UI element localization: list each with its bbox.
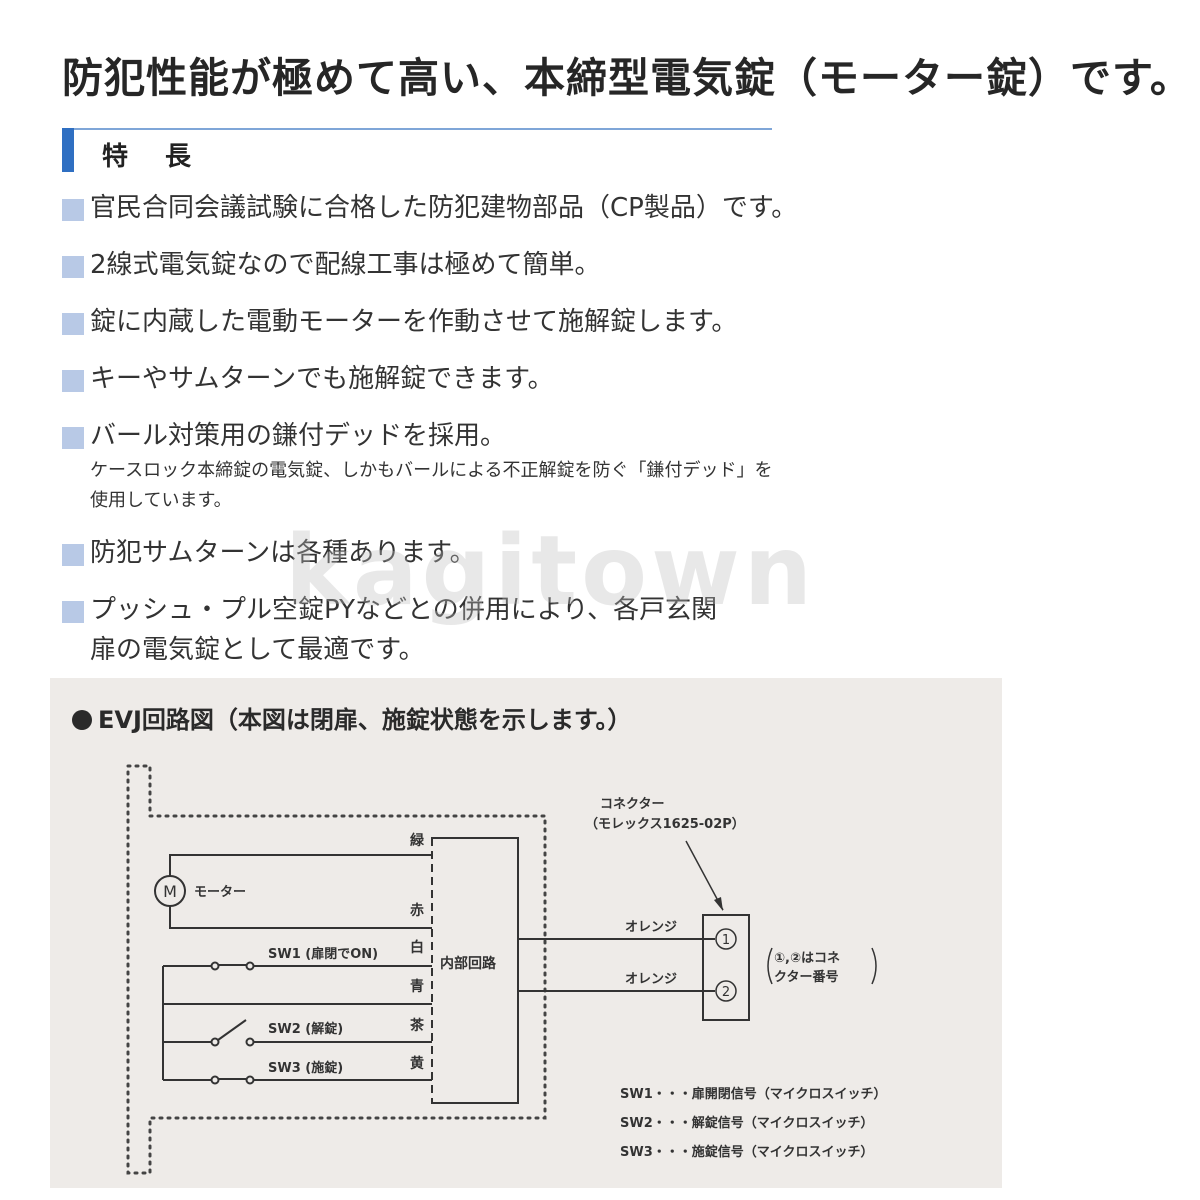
connector-label: コネクター bbox=[600, 797, 664, 812]
connector-model: （モレックス1625-02P） bbox=[585, 816, 745, 832]
section-header: 特 長 bbox=[62, 128, 772, 172]
motor-label: モーター bbox=[194, 885, 246, 900]
legend-item: SW2・・・解錠信号（マイクロスイッチ） bbox=[620, 1115, 874, 1131]
sw3-label: SW3 (施錠) bbox=[268, 1060, 343, 1076]
feature-text-continued: 扉の電気錠として最適です。 bbox=[90, 635, 425, 665]
circuit-diagram: 内部回路 緑 赤 白 青 茶 黄 M モーター SW1 (扉閉でON) SW2 … bbox=[126, 764, 887, 1175]
headline: 防犯性能が極めて高い、本締型電気錠（モーター錠）です。 bbox=[62, 54, 1192, 102]
note-bracket-right bbox=[871, 947, 877, 985]
feature-subtext: ケースロック本締錠の電気錠、しかもバールによる不正解錠を防ぐ「鎌付デッド」を使用… bbox=[90, 460, 773, 511]
feature-text: プッシュ・プル空錠PYなどとの併用により、各戸玄関 bbox=[90, 595, 718, 625]
connector-pointer bbox=[685, 840, 724, 911]
bullet-square-icon bbox=[62, 601, 84, 623]
sw2-label: SW2 (解錠) bbox=[268, 1021, 343, 1037]
internal-circuit-label: 内部回路 bbox=[440, 955, 497, 972]
sw1-contact bbox=[245, 961, 255, 971]
connector-pointer-arrowhead bbox=[714, 897, 723, 911]
bullet-square-icon bbox=[62, 427, 84, 449]
bullet-dot-icon bbox=[72, 710, 92, 730]
bullet-square-icon bbox=[62, 256, 84, 278]
sw1-label: SW1 (扉閉でON) bbox=[268, 946, 378, 962]
sw3-contact bbox=[245, 1075, 255, 1085]
motor-wire-green bbox=[169, 854, 432, 876]
orange-wire-label: オレンジ bbox=[625, 920, 677, 935]
feature-text: 防犯サムターンは各種あります。 bbox=[90, 538, 476, 568]
diagram-title: EVJ回路図（本図は閉扉、施錠状態を示します。） bbox=[72, 700, 632, 735]
bullet-square-icon bbox=[62, 313, 84, 335]
bullet-square-icon bbox=[62, 370, 84, 392]
legend-item: SW3・・・施錠信号（マイクロスイッチ） bbox=[620, 1144, 874, 1160]
feature-text: 官民合同会議試験に合格した防犯建物部品（CP製品）です。 bbox=[90, 193, 798, 223]
note-bracket-left bbox=[767, 947, 773, 985]
feature-text: 錠に内蔵した電動モーターを作動させて施解錠します。 bbox=[90, 307, 738, 337]
sw1-contact bbox=[210, 961, 220, 971]
wire-color-label: 青 bbox=[410, 978, 424, 995]
wire-color-label: 茶 bbox=[409, 1017, 425, 1034]
bullet-square-icon bbox=[62, 199, 84, 221]
connector-pin-2 bbox=[715, 980, 737, 1002]
wire-color-label: 白 bbox=[410, 939, 424, 956]
feature-text: バール対策用の鎌付デッドを採用。 bbox=[90, 421, 507, 451]
connector-body bbox=[702, 914, 750, 1021]
motor-symbol-letter: M bbox=[163, 882, 177, 901]
sw2-contact bbox=[210, 1037, 220, 1047]
diagram-title-text: EVJ回路図（本図は閉扉、施錠状態を示します。） bbox=[98, 706, 632, 734]
connector-pin-1 bbox=[715, 928, 737, 950]
orange-wire-label: オレンジ bbox=[625, 972, 677, 987]
section-title: 特 長 bbox=[102, 142, 206, 172]
connector-note: ①,②はコネ bbox=[774, 951, 840, 966]
motor-wire-red bbox=[169, 906, 432, 929]
wire-color-label: 黄 bbox=[410, 1055, 424, 1072]
watermark: kagitown bbox=[285, 515, 817, 627]
section-header-accent bbox=[62, 128, 74, 172]
section-header-line bbox=[62, 128, 772, 130]
wire-color-label: 緑 bbox=[410, 832, 425, 849]
feature-text: 2線式電気錠なので配線工事は極めて簡単。 bbox=[90, 250, 601, 280]
connector-pin-1-label: 1 bbox=[722, 933, 730, 948]
sw2-contact bbox=[245, 1037, 255, 1047]
circuit-diagram-panel: EVJ回路図（本図は閉扉、施錠状態を示します。） 内部回路 緑 赤 白 青 茶 … bbox=[50, 678, 1002, 1188]
sw3-contact bbox=[210, 1075, 220, 1085]
legend-item: SW1・・・扉開閉信号（マイクロスイッチ） bbox=[620, 1086, 887, 1102]
feature-text: キーやサムターンでも施解錠できます。 bbox=[90, 364, 554, 394]
sw2-blade bbox=[217, 1019, 247, 1041]
lock-case-outline bbox=[126, 764, 547, 1175]
wire-color-label: 赤 bbox=[410, 903, 424, 919]
connector-note: クター番号 bbox=[774, 969, 838, 985]
bullet-square-icon bbox=[62, 544, 84, 566]
connector-pin-2-label: 2 bbox=[722, 985, 730, 1000]
